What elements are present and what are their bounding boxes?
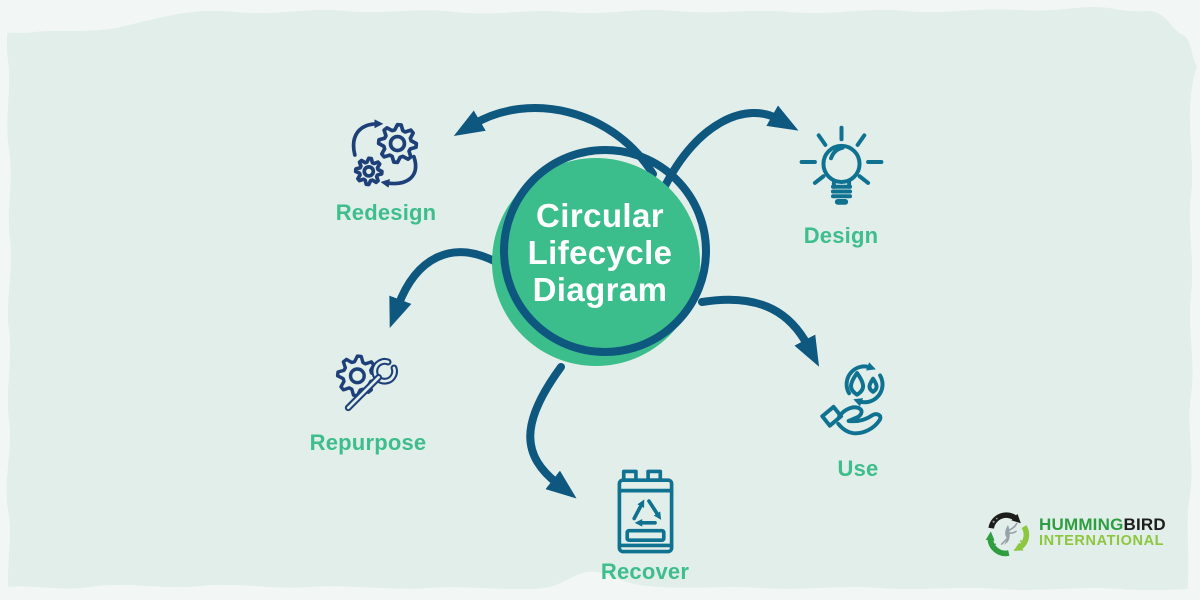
brand-name: HUMMINGBIRD [1039,516,1166,534]
lightbulb-icon [799,125,883,205]
arrow-to-design [660,105,799,192]
brand-logo-text: HUMMINGBIRD INTERNATIONAL [1039,516,1166,549]
diagram-title: Circular Lifecycle Diagram [487,197,713,308]
node-design: Design [786,124,896,249]
node-recover: Recover [590,468,700,585]
torn-edge-right [1186,60,1200,600]
hub-ring [500,146,710,356]
torn-edge-right-top [1147,0,1200,70]
torn-edge-left [0,0,12,600]
brand-logo: HUMMINGBIRD INTERNATIONAL [984,506,1166,560]
torn-edge-top [0,0,1200,34]
node-label-repurpose: Repurpose [309,430,427,455]
node-label-redesign: Redesign [335,200,437,225]
brand-name-primary: HUMMING [1039,515,1124,535]
diagram-title-line: Circular [536,197,664,234]
node-use: Use [803,358,913,482]
node-label-recover: Recover [600,559,690,584]
node-label-design: Design [803,223,879,248]
brand-name-secondary: BIRD [1123,515,1166,535]
hub-circle [492,158,700,366]
node-repurpose: Repurpose [310,350,426,456]
node-label-use: Use [837,456,879,481]
arrow-to-repurpose [389,248,502,329]
arrow-to-recover [526,363,577,499]
diagram-title-line: Lifecycle [527,234,673,271]
arrow-to-use [698,295,820,367]
battery-recycle-icon [617,469,673,554]
torn-edge-bottom [0,571,1200,600]
node-redesign: Redesign [331,114,441,226]
gear-wrench-icon [335,354,398,412]
brand-tagline: INTERNATIONAL [1039,533,1165,550]
recycle-bird-icon [985,512,1030,557]
hand-water-drops-icon [820,362,885,436]
diagram-title-line: Diagram [532,271,668,308]
gears-cycle-icon [351,119,419,188]
